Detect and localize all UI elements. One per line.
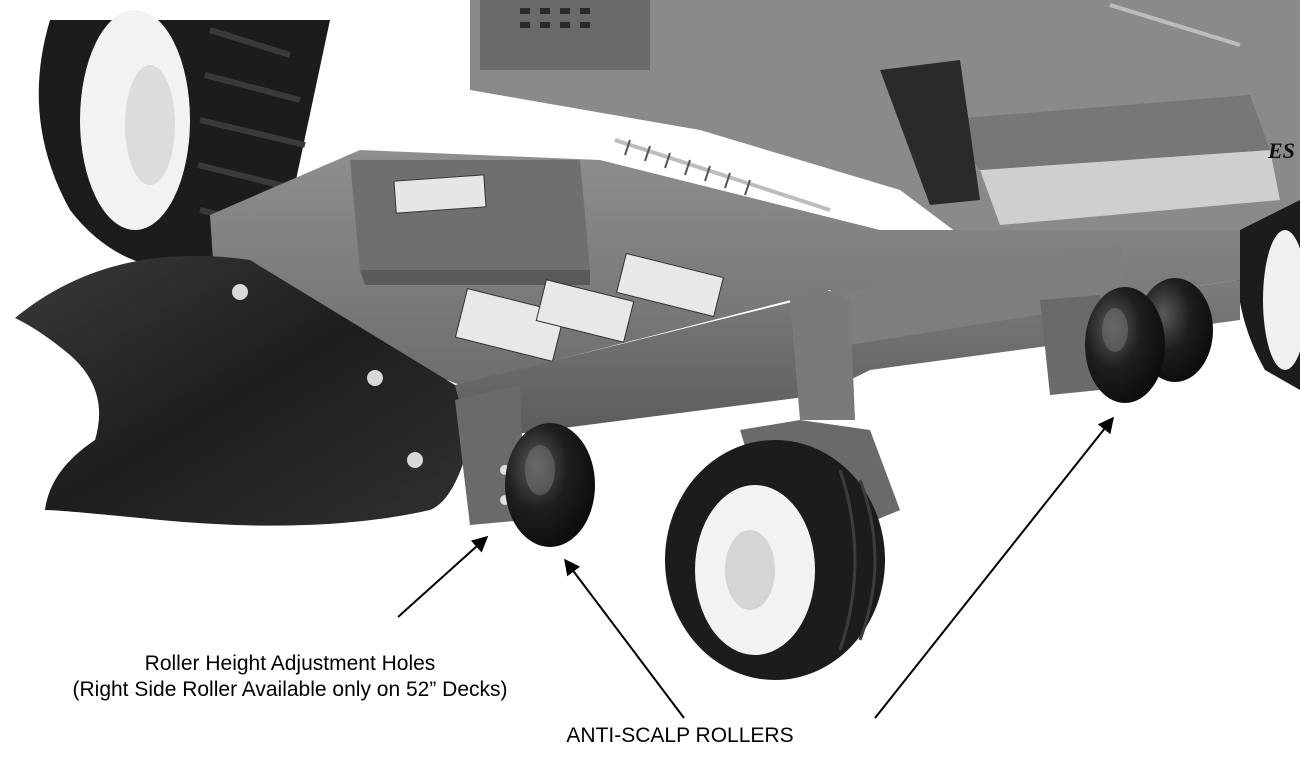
arrow-to-adjustment-holes [397, 535, 489, 618]
arrow-to-right-rollers [874, 416, 1114, 719]
roller-height-holes-line2: (Right Side Roller Available only on 52”… [72, 678, 508, 701]
callout-arrows [397, 416, 1114, 719]
discharge-chute [15, 255, 470, 526]
right-anti-scalp-rollers [1040, 278, 1213, 403]
front-caster-wheel [665, 290, 900, 680]
brand-mark: ES 2 [1267, 138, 1300, 163]
rear-right-tire [1235, 200, 1300, 390]
roller-height-holes-label: Roller Height Adjustment Holes (Right Si… [0, 651, 580, 703]
left-anti-scalp-roller [455, 385, 595, 547]
roller-height-holes-line1: Roller Height Adjustment Holes [144, 652, 436, 675]
anti-scalp-rollers-label: ANTI-SCALP ROLLERS [566, 724, 794, 747]
arrow-to-left-roller [564, 558, 685, 719]
mower-chassis: ES 2 [470, 0, 1300, 250]
